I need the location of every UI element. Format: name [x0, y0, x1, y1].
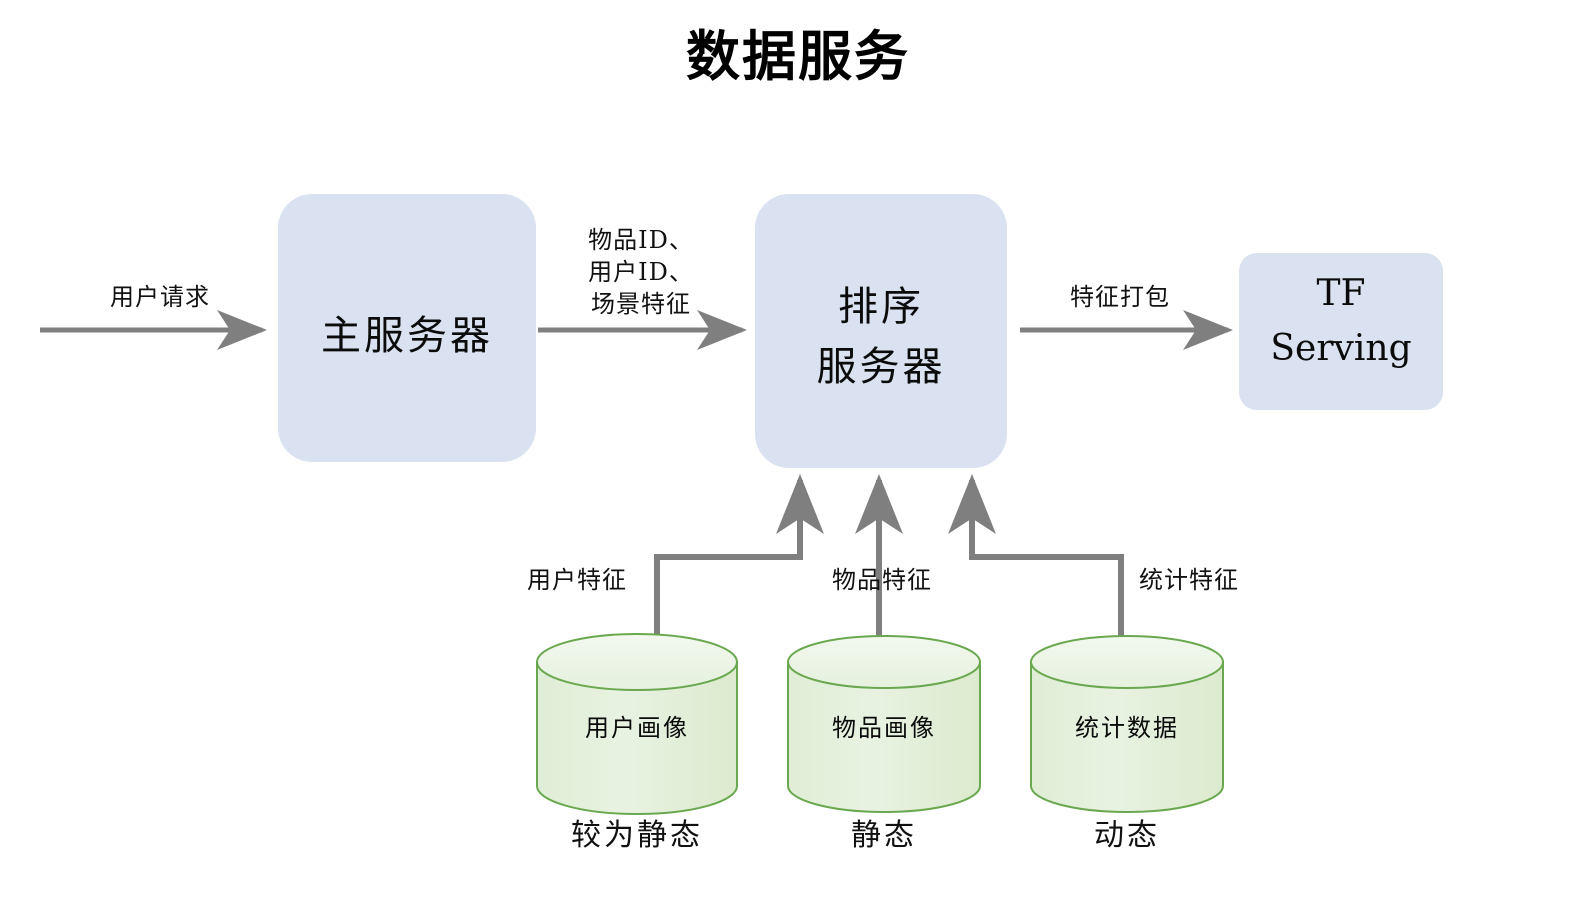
node-tf-serving-label-line1: TF: [1317, 273, 1366, 314]
datastore-item-profile[interactable]: 物品画像: [787, 635, 981, 813]
node-tf-serving-label-line2: Serving: [1270, 328, 1411, 369]
edge-label-ids-line2: 用户ID、: [588, 258, 694, 286]
datastore-item-profile-label: 物品画像: [832, 714, 936, 742]
arrow-stat-features: [948, 474, 1124, 640]
node-main-server-label: 主服务器: [321, 313, 493, 359]
page-title: 数据服务: [686, 24, 910, 88]
caption-item-profile: 静态: [851, 818, 917, 853]
node-rank-server[interactable]: [755, 194, 1007, 468]
datastore-user-profile[interactable]: 用户画像: [536, 633, 738, 815]
edge-label-user-features: 用户特征: [527, 566, 627, 594]
node-rank-server-label-line2: 服务器: [817, 344, 946, 390]
datastore-top: [787, 635, 981, 689]
caption-stat-data: 动态: [1094, 818, 1160, 853]
datastore-user-profile-label: 用户画像: [585, 714, 689, 742]
edge-label-feature-pack: 特征打包: [1070, 283, 1170, 311]
node-main-server[interactable]: [278, 194, 536, 462]
edge-label-stat-features: 统计特征: [1139, 566, 1239, 594]
caption-user-profile: 较为静态: [571, 818, 703, 853]
node-tf-serving[interactable]: [1239, 253, 1443, 410]
datastore-stat-data-label: 统计数据: [1075, 714, 1179, 742]
datastore-top: [536, 633, 738, 691]
datastore-top: [1030, 635, 1224, 689]
edge-label-item-features: 物品特征: [832, 566, 932, 594]
datastore-body: [536, 661, 738, 815]
datastore-body: [787, 661, 981, 813]
edge-label-user-request: 用户请求: [110, 283, 210, 311]
datastore-stat-data[interactable]: 统计数据: [1030, 635, 1224, 813]
edge-label-ids-line3: 场景特征: [591, 290, 691, 318]
datastore-body: [1030, 661, 1224, 813]
arrow-user-features: [654, 474, 824, 640]
edge-label-ids-line1: 物品ID、: [588, 226, 694, 254]
node-rank-server-label-line1: 排序: [838, 284, 924, 330]
